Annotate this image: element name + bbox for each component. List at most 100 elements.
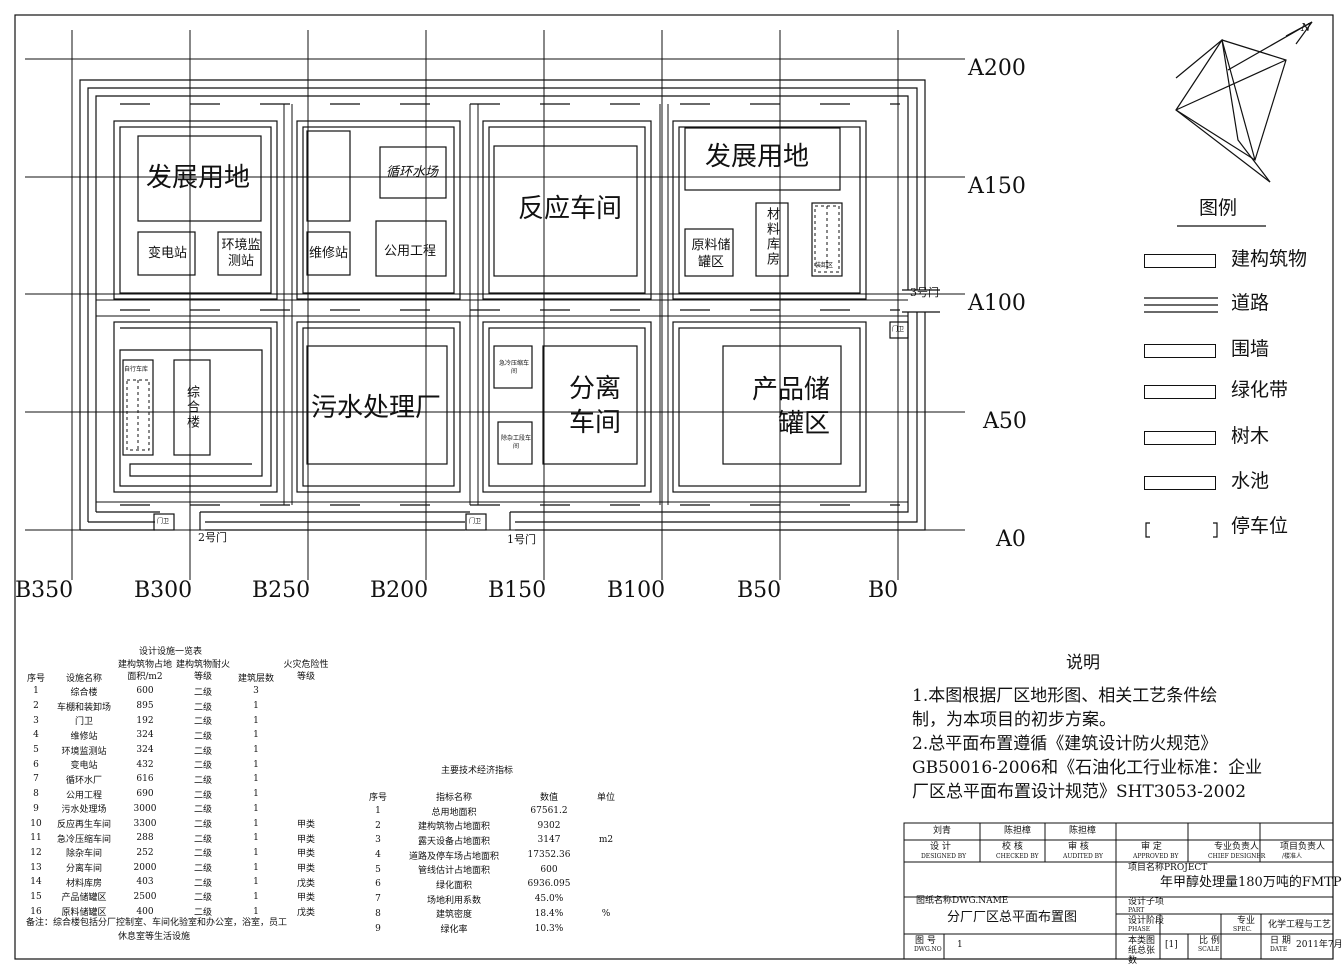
tb-name-2: 陈担樟	[1004, 826, 1032, 836]
facilities-row-cell: 环境监测站	[61, 746, 107, 757]
facilities-row-cell: 二级	[193, 820, 212, 831]
zone-env-monitor: 环境监测站	[221, 238, 261, 269]
economics-row-cell: 管线估计占地面积	[417, 866, 490, 877]
legend-wall-label: 围墙	[1231, 338, 1270, 360]
legend-parking-label: 停车位	[1231, 515, 1289, 537]
economics-row-cell: 绿化率	[440, 925, 468, 936]
economics-row-cell: 3147	[537, 835, 561, 846]
tb-drawing-label: 图纸名称DWG.NAME	[916, 896, 1009, 906]
tb-name-3: 陈担樟	[1069, 826, 1097, 836]
facilities-row-cell: 403	[136, 877, 154, 888]
facilities-row-cell: 1	[253, 701, 259, 712]
coord-b150: B150	[488, 578, 547, 603]
zone-dev-land-1: 发展用地	[146, 163, 251, 193]
facilities-row-cell: 二级	[193, 834, 212, 845]
tb-scale-en: SCALE	[1198, 946, 1220, 953]
notes-line: 制，为本项目的初步方案。	[912, 710, 1116, 730]
gate-2-label: 2号门	[198, 531, 227, 544]
economics-row-cell: 2	[375, 820, 381, 831]
facilities-row-cell: 二级	[193, 864, 212, 875]
facilities-row-cell: 二级	[193, 775, 212, 786]
facilities-row-cell	[280, 699, 332, 714]
economics-row-cell: 总用地面积	[431, 807, 477, 818]
economics-row-cell: 露天设备占地面积	[417, 836, 490, 847]
facilities-row-cell: 二级	[193, 761, 212, 772]
zone-sewage: 污水处理厂	[311, 393, 442, 423]
economics-row-cell: 45.0%	[534, 894, 564, 905]
tb-audit-en: AUDITED BY	[1063, 853, 1103, 860]
tb-sheet-label: 本类图纸总张数	[1128, 936, 1156, 966]
economics-row-cell	[584, 818, 628, 833]
coord-b250: B250	[252, 578, 311, 603]
facilities-row-cell: 10	[30, 818, 42, 829]
facilities-row-cell: 616	[136, 774, 154, 785]
facilities-table: 序号 设施名称 建构筑物占地面积/m2 建构筑物耐火等级 建筑层数 火灾危险性等…	[20, 658, 332, 919]
economics-row-cell: 4	[375, 850, 381, 861]
tb-phase-label: 设计阶段	[1128, 916, 1165, 926]
th: 单位	[596, 792, 615, 803]
th: 序号	[26, 674, 45, 684]
economics-row-cell	[584, 892, 628, 907]
facilities-row-cell: 1	[253, 906, 259, 917]
economics-row-cell	[584, 862, 628, 877]
economics-row-cell: 场地利用系数	[426, 895, 481, 906]
north-arrow	[1175, 21, 1313, 183]
legend-green-belt-swatch	[1144, 385, 1216, 399]
tb-check-en: CHECKED BY	[996, 853, 1039, 860]
economics-header-row: 序号 指标名称 数值 单位	[362, 789, 628, 804]
tb-design: 设 计	[930, 842, 951, 852]
facilities-row-cell: 1	[253, 833, 259, 844]
facilities-row-cell: 12	[30, 847, 42, 858]
facilities-row-cell: 反应再生车间	[56, 820, 111, 831]
facilities-row-cell: 1	[253, 759, 259, 770]
tb-design-en: DESIGNED BY	[921, 853, 967, 860]
facilities-row-cell: 6	[33, 759, 39, 770]
facilities-row-cell: 3	[33, 715, 39, 726]
tb-project-label: 项目名称PROJECT	[1128, 863, 1208, 873]
coord-b350: B350	[15, 578, 74, 603]
facilities-row-cell: 除杂车间	[65, 849, 102, 860]
zone-utility: 公用工程	[384, 244, 437, 259]
tb-scale-label: 比 例	[1199, 936, 1220, 946]
coord-b200: B200	[370, 578, 429, 603]
th: 火灾危险性等级	[283, 660, 329, 682]
facilities-row-cell: 甲类	[296, 849, 315, 860]
tb-part-en: PART	[1128, 907, 1145, 914]
dev-land-1-bldg	[137, 135, 262, 222]
facilities-row-cell: 324	[136, 730, 154, 741]
facilities-row-cell: 综合楼	[70, 687, 98, 698]
facilities-remark-2: 休息室等生活设施	[118, 932, 191, 942]
notes-line: 1.本图根据厂区地形图、相关工艺条件绘	[912, 686, 1218, 706]
coord-b300: B300	[134, 578, 193, 603]
economics-title: 主要技术经济指标	[441, 766, 514, 776]
facilities-row-cell: 1	[253, 891, 259, 902]
facilities-row-cell: 二级	[193, 702, 212, 713]
th: 建筑层数	[237, 674, 274, 684]
tb-name-1: 刘青	[933, 826, 952, 836]
zone-loading: 装卸区	[815, 262, 834, 269]
facilities-row-cell: 1	[253, 877, 259, 888]
facilities-row-cell: 1	[253, 745, 259, 756]
notes-line: 2.总平面布置遵循《建筑设计防火规范》	[912, 734, 1218, 754]
zone-decarb: 除杂工段车间	[500, 435, 531, 450]
legend-tree-swatch	[1144, 431, 1216, 445]
economics-row-cell: 6936.095	[527, 879, 571, 890]
tb-sheet-value: [1]	[1165, 940, 1178, 950]
coord-a100: A100	[968, 291, 1026, 316]
facilities-row-cell: 分离车间	[65, 864, 102, 875]
facilities-row-cell: 3	[253, 686, 259, 697]
th: 建构筑物占地面积/m2	[118, 660, 173, 682]
th: 设施名称	[65, 674, 102, 684]
tb-date-value: 2011年7月	[1296, 940, 1343, 950]
